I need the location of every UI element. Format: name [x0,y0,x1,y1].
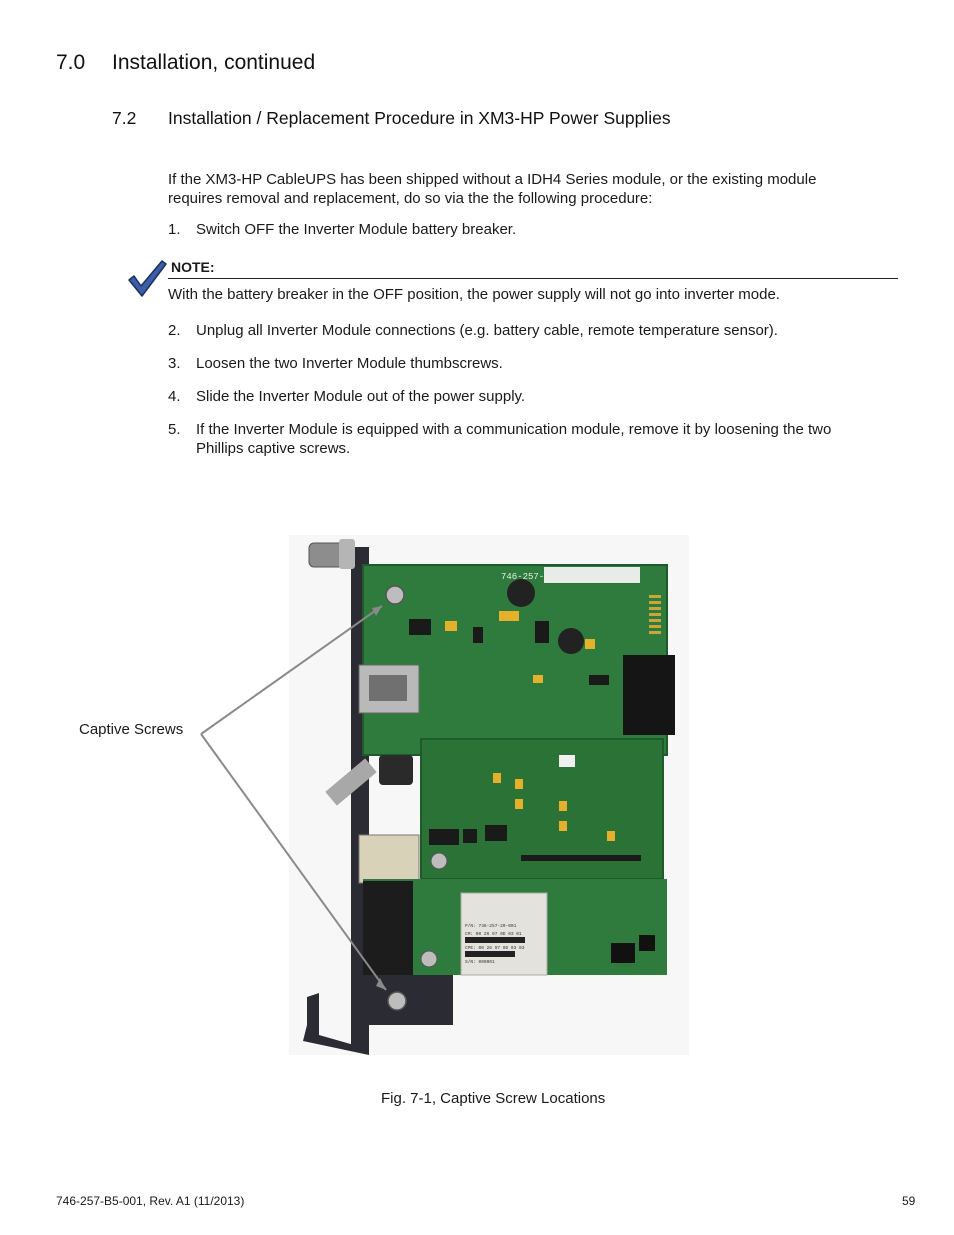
pcb-label: 746-257- [501,572,544,582]
page-number: 59 [902,1194,916,1208]
step-number: 2. [168,322,181,339]
note-text: With the battery breaker in the OFF posi… [168,286,780,303]
step-item: 1. Switch OFF the Inverter Module batter… [168,220,868,239]
step-item: 3. Loosen the two Inverter Module thumbs… [168,354,868,373]
footer-doc-id: 746-257-B5-001, Rev. A1 (11/2013) [56,1194,245,1208]
step-text: If the Inverter Module is equipped with … [196,421,832,457]
section-title: Installation, continued [112,51,316,74]
step-number: 4. [168,388,181,405]
callout-label: Captive Screws [79,721,184,738]
svg-text:CM: 00 26 97 0D 03 01: CM: 00 26 97 0D 03 01 [465,931,522,937]
section-heading: 7.0 Installation, continued [56,51,315,75]
step-item: 4. Slide the Inverter Module out of the … [168,387,868,406]
captive-screw-top [385,585,405,605]
svg-text:S/N: 000001: S/N: 000001 [465,959,495,965]
subsection-heading: 7.2 Installation / Replacement Procedure … [112,108,671,129]
step-text: Switch OFF the Inverter Module battery b… [196,221,517,238]
intro-paragraph: If the XM3-HP CableUPS has been shipped … [168,171,817,207]
step-item: 2. Unplug all Inverter Module connection… [168,321,868,340]
subsection-title: Installation / Replacement Procedure in … [168,108,671,128]
checkmark-icon [128,260,167,297]
step-text: Unplug all Inverter Module connections (… [196,322,778,339]
note-divider [168,278,898,279]
step-number: 3. [168,355,181,372]
svg-text:P/N: 746-257-20-001: P/N: 746-257-20-001 [465,923,517,929]
step-item: 5. If the Inverter Module is equipped wi… [168,420,868,458]
svg-text:CPE: 00 26 97 0D 03 03: CPE: 00 26 97 0D 03 03 [465,945,525,951]
captive-screw-bottom [387,991,407,1011]
step-text: Slide the Inverter Module out of the pow… [196,388,526,405]
step-number: 1. [168,221,181,238]
inverter-module-figure: 746-257- P/N: 746-257-20-001 CM: 00 2 [289,535,689,1055]
subsection-number: 7.2 [112,108,137,128]
note-label: NOTE: [171,259,215,275]
section-number: 7.0 [56,51,86,74]
step-number: 5. [168,421,181,438]
product-label-sticker [460,892,548,976]
figure-caption: Fig. 7-1, Captive Screw Locations [381,1090,606,1107]
step-text: Loosen the two Inverter Module thumbscre… [196,355,503,372]
